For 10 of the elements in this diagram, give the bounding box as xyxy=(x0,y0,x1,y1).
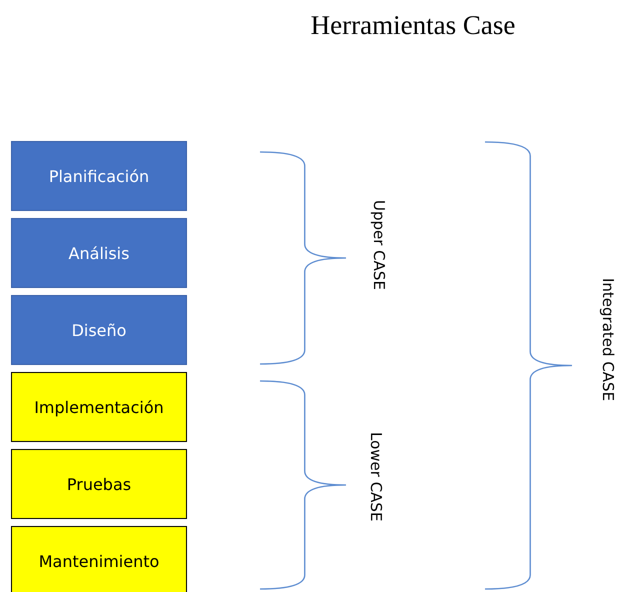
stage-box: Pruebas xyxy=(11,449,187,519)
group-label: Upper CASE xyxy=(370,200,388,290)
stage-box: Implementación xyxy=(11,372,187,442)
diagram-title: Herramientas Case xyxy=(310,10,516,41)
stage-box: Mantenimiento xyxy=(11,526,187,592)
group-label: Lower CASE xyxy=(367,432,385,522)
stage-box: Análisis xyxy=(11,218,187,288)
stage-box: Diseño xyxy=(11,295,187,365)
stage-box: Planificación xyxy=(11,141,187,211)
group-label: Integrated CASE xyxy=(599,278,617,402)
